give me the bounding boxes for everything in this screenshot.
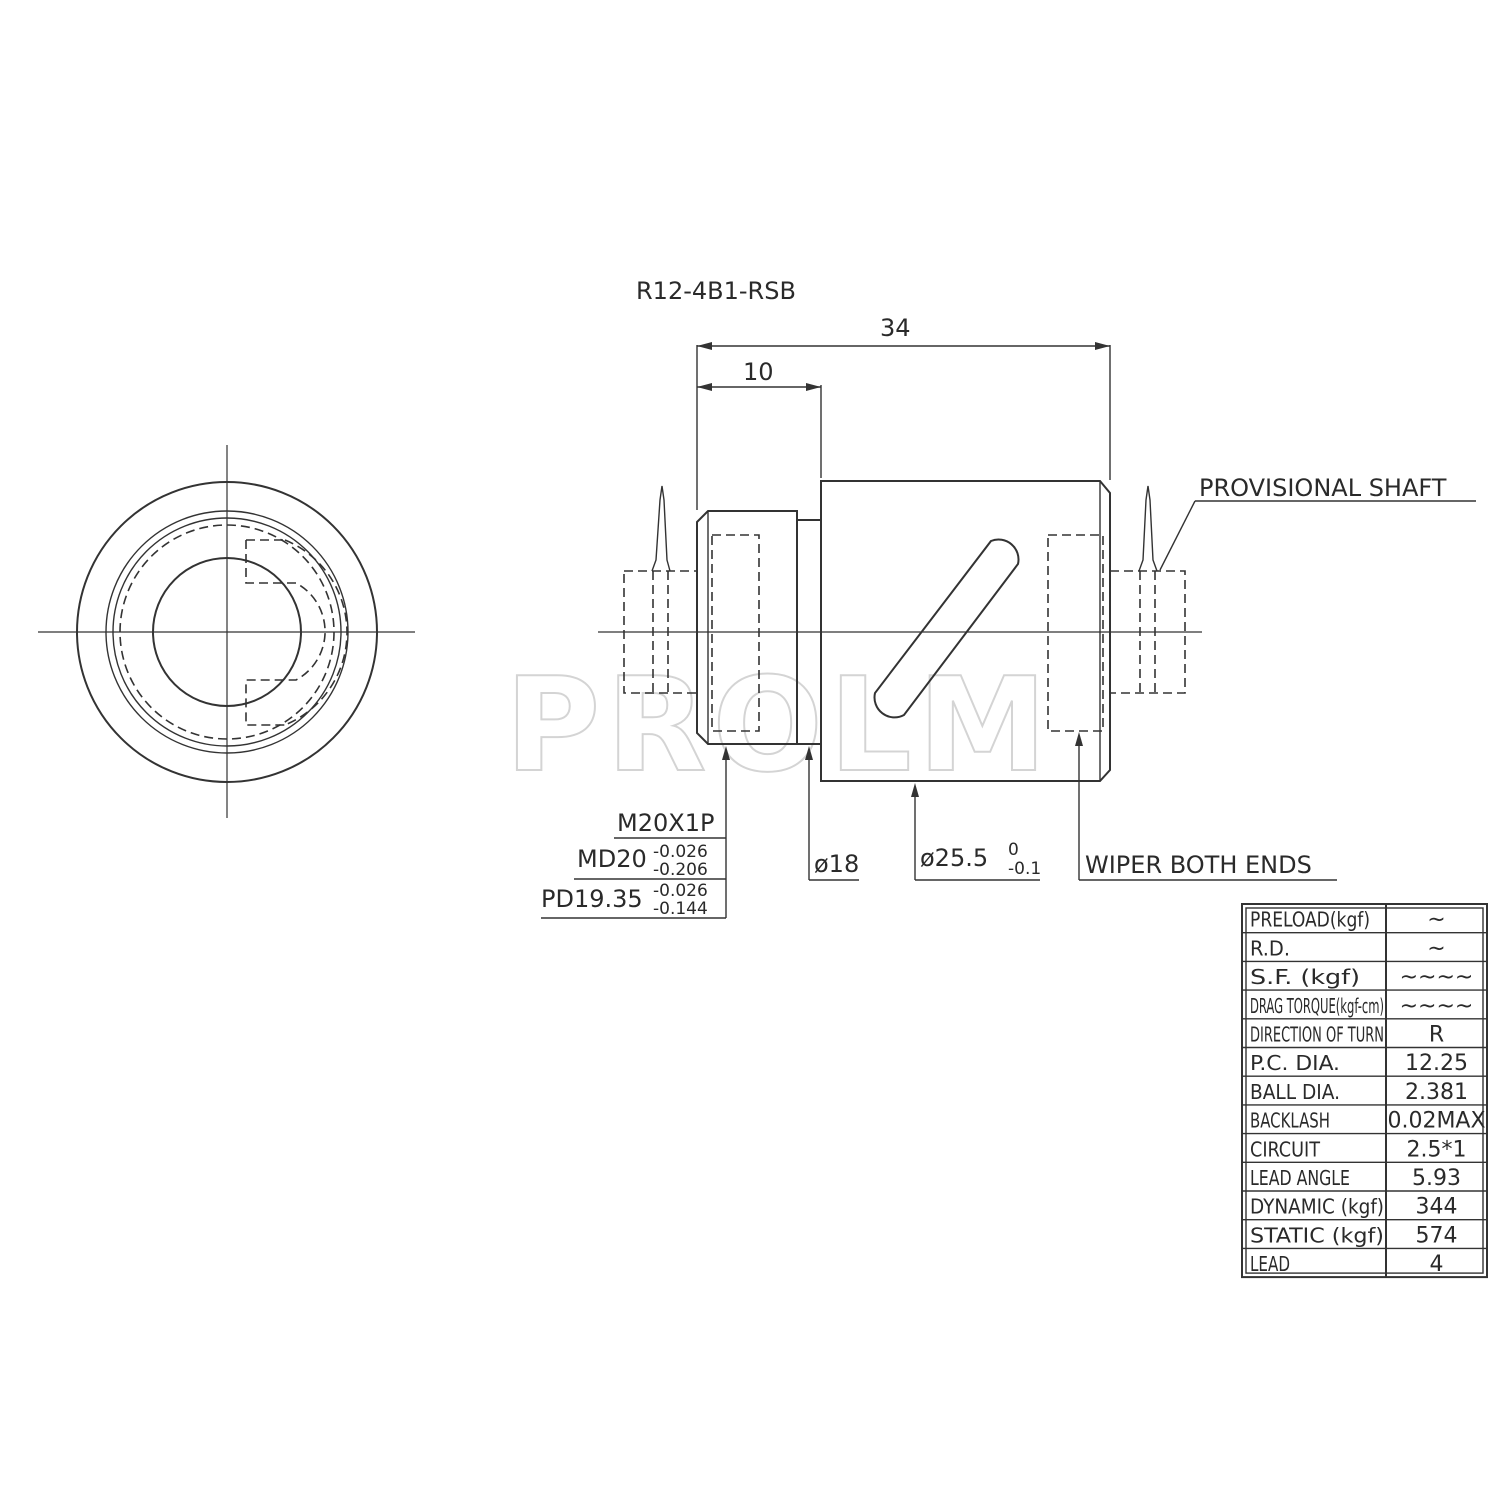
thread-spec: M20X1P	[617, 809, 714, 837]
wiper-right-symbol	[1138, 485, 1158, 572]
spec-table-border	[1241, 903, 1488, 1279]
watermark: PROLM	[505, 649, 1053, 801]
spec-value-8: 2.5*1	[1407, 1137, 1467, 1162]
return-tube-hidden-outline	[245, 539, 326, 726]
wiper-callout: WIPER BOTH ENDS	[1085, 851, 1312, 879]
thread-leader-arrow	[722, 746, 730, 760]
thread-circle	[112, 517, 342, 747]
spec-value-1: ~	[1427, 936, 1445, 961]
spec-label-8: CIRCUIT	[1250, 1137, 1321, 1161]
dim-overall-length: 34	[880, 314, 911, 342]
wiper-leader-arrow	[1075, 732, 1083, 746]
pd-tol-lower: -0.144	[653, 899, 708, 919]
return-tube-hidden-arc	[284, 539, 348, 726]
spec-label-11: STATIC (kgf)	[1250, 1223, 1384, 1247]
spec-value-10: 344	[1416, 1195, 1458, 1220]
spec-label-0: PRELOAD(kgf)	[1250, 908, 1370, 932]
md-label: MD20	[577, 845, 647, 873]
spec-label-7: BACKLASH	[1250, 1109, 1330, 1133]
spec-label-1: R.D.	[1250, 936, 1290, 960]
provisional-leader	[1159, 500, 1196, 571]
md-tol-upper: -0.026	[653, 842, 708, 862]
return-slot	[873, 538, 1020, 719]
spec-value-9: 5.93	[1412, 1166, 1461, 1191]
flange-circle	[105, 510, 349, 754]
hidden-recess-left	[711, 534, 760, 732]
thread-root-hidden-circle	[119, 524, 335, 740]
spec-value-11: 574	[1416, 1223, 1458, 1248]
spec-value-4: R	[1429, 1023, 1444, 1048]
spec-value-6: 2.381	[1405, 1080, 1468, 1105]
spec-value-7: 0.02MAX	[1387, 1109, 1485, 1134]
bore-circle	[152, 557, 302, 707]
pd-tol-upper: -0.026	[653, 881, 708, 901]
provisional-callout: PROVISIONAL SHAFT	[1199, 474, 1447, 502]
end-view	[38, 445, 415, 818]
nut-outer-circle	[76, 481, 378, 783]
neck-diameter: ø18	[814, 850, 859, 878]
spec-label-4: DIRECTION OF TURN	[1250, 1023, 1384, 1047]
spec-label-6: BALL DIA.	[1250, 1080, 1340, 1104]
body-diameter: ø25.5	[920, 844, 988, 872]
spec-table: PRELOAD(kgf) ~ R.D. ~ S.F. (kgf) ~~~~ DRAG TOR…	[1241, 903, 1488, 1279]
md-tol-lower: -0.206	[653, 860, 708, 880]
part-number-label: R12-4B1-RSB	[636, 277, 796, 305]
spec-label-2: S.F. (kgf)	[1250, 965, 1360, 989]
dim-arrows-flange	[697, 383, 821, 391]
spec-label-10: DYNAMIC (kgf)	[1250, 1195, 1384, 1219]
spec-label-3: DRAG TORQUE(kgf-cm)	[1250, 994, 1384, 1018]
spec-table-inner-border	[1245, 907, 1484, 1274]
wiper-left-symbol	[651, 485, 671, 572]
spec-label-12: LEAD	[1250, 1252, 1290, 1276]
body-leader-arrow	[911, 783, 919, 797]
body-tol-lower: -0.1	[1008, 859, 1041, 879]
spec-value-12: 4	[1430, 1252, 1444, 1277]
side-view	[598, 480, 1202, 782]
body-tol-upper: 0	[1008, 840, 1019, 860]
spec-label-9: LEAD ANGLE	[1250, 1166, 1350, 1190]
spec-value-3: ~~~~	[1400, 994, 1474, 1019]
spec-label-5: P.C. DIA.	[1250, 1051, 1340, 1075]
pd-label: PD19.35	[541, 885, 643, 913]
spec-value-5: 12.25	[1405, 1051, 1468, 1076]
spec-value-2: ~~~~	[1400, 965, 1474, 990]
hidden-wiper-right	[1047, 534, 1104, 732]
neck-leader-arrow	[805, 746, 813, 760]
dim-flange-length: 10	[743, 358, 774, 386]
spec-value-0: ~	[1427, 908, 1445, 933]
dimensions: R12-4B1-RSB 34 10 M20X1P MD20 -0.026 -0.…	[541, 277, 1476, 919]
